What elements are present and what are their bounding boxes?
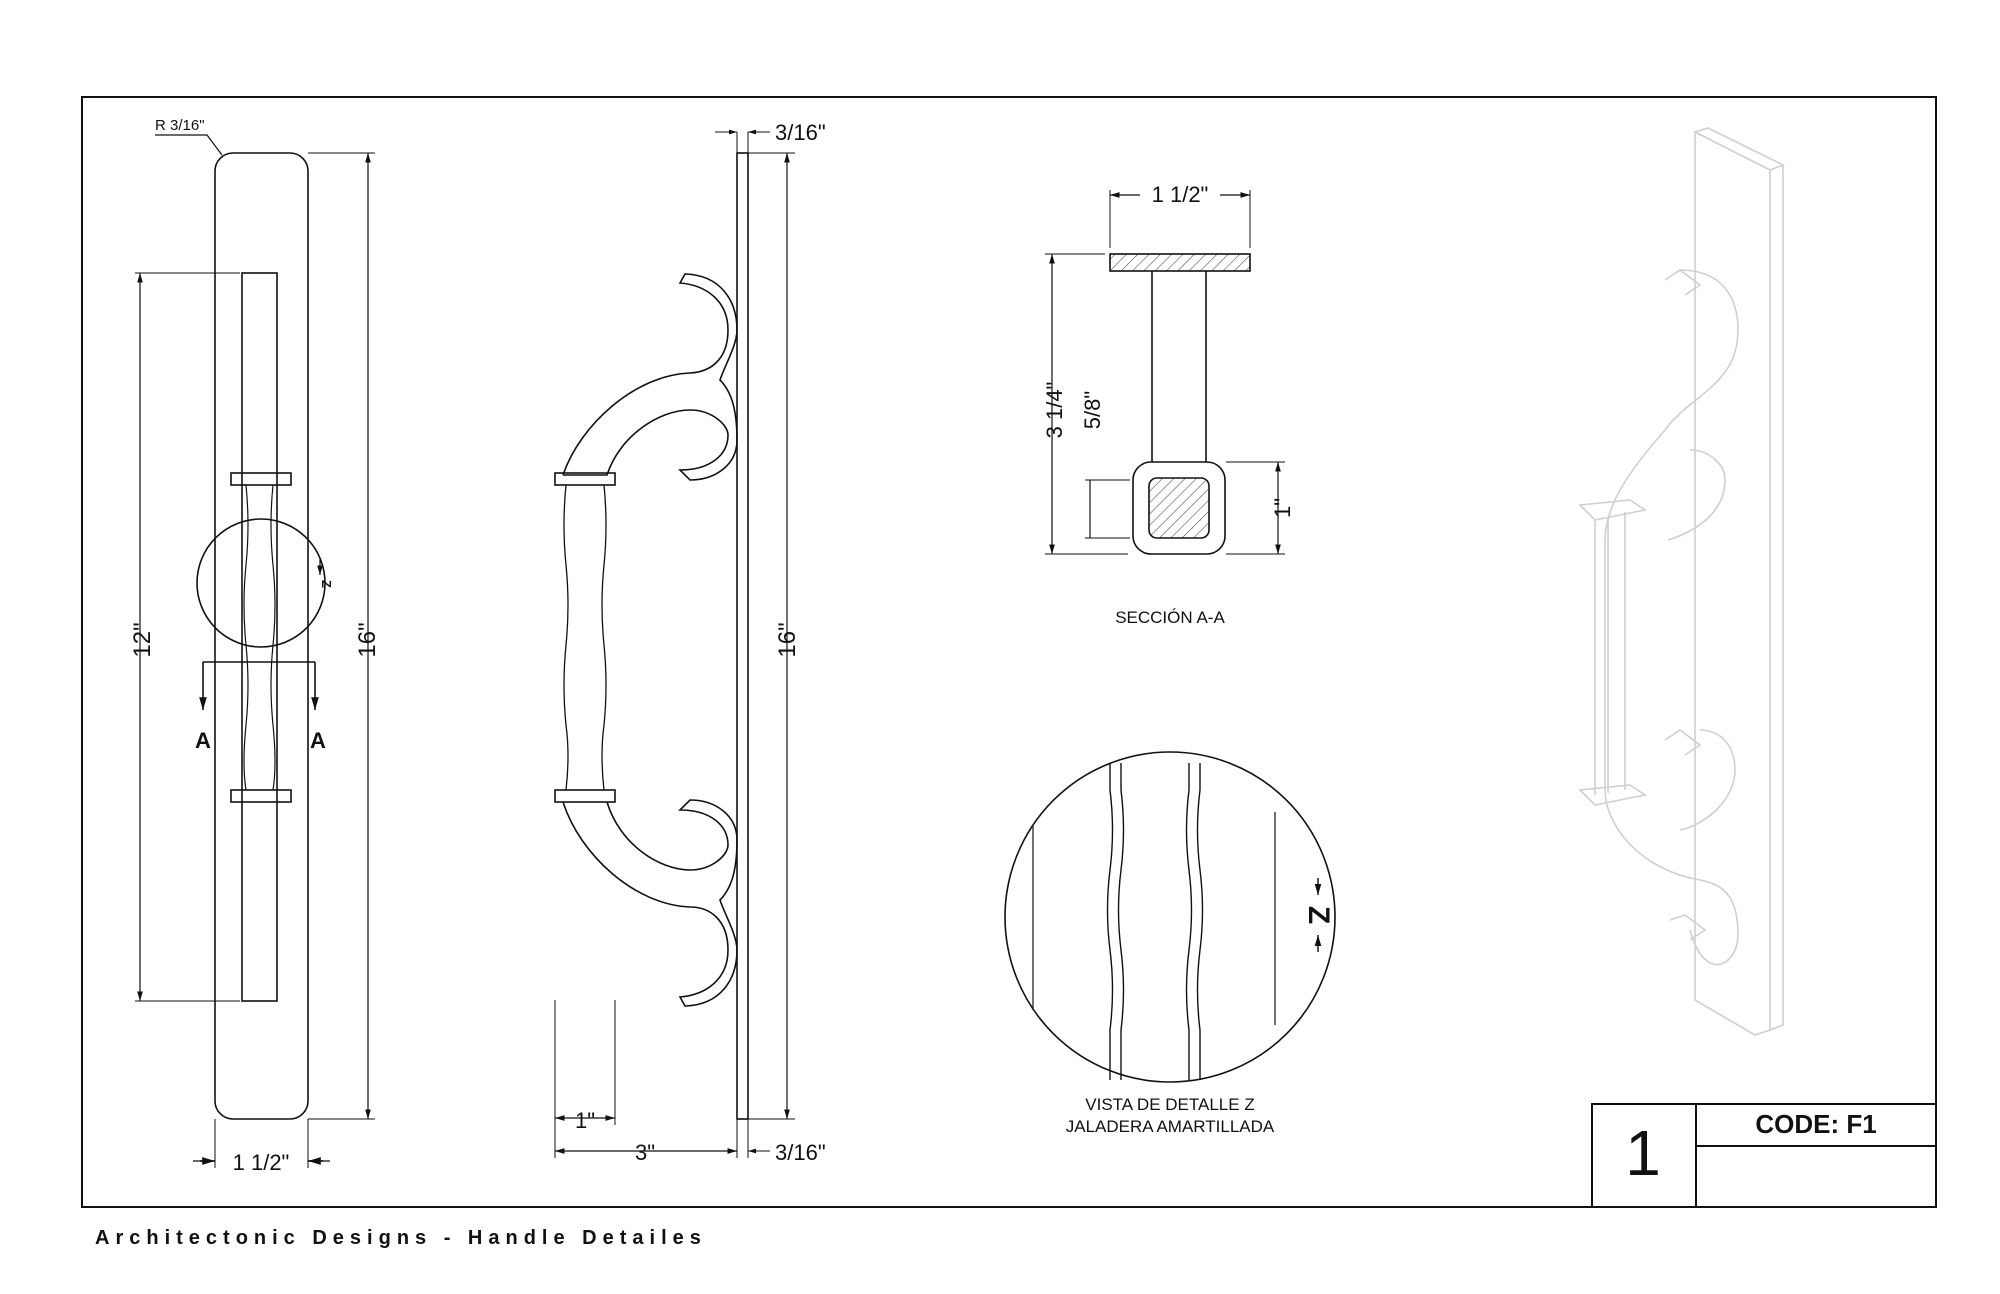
section-mark-left: A xyxy=(195,728,211,753)
front-dim-16: 16" xyxy=(354,622,381,657)
grip-bar-front xyxy=(241,272,278,1002)
side-view xyxy=(554,129,795,1158)
upper-collar xyxy=(230,472,292,486)
front-view xyxy=(135,134,375,1168)
front-radius-label: R 3/16" xyxy=(155,117,205,134)
detail-z xyxy=(1004,751,1336,1083)
section-dim-width: 1 1/2" xyxy=(1152,182,1209,207)
section-dim-height: 3 1/4" xyxy=(1042,382,1067,439)
section-grip-outer xyxy=(1132,461,1226,555)
section-dim-stem: 5/8" xyxy=(1080,391,1105,429)
detail-mark-small: Z xyxy=(319,580,334,588)
section-dim-grip: 1" xyxy=(1270,498,1295,518)
detail-title-line2: JALADERA AMARTILLADA xyxy=(1066,1117,1275,1136)
section-grip-inner xyxy=(1148,477,1210,539)
lower-scroll xyxy=(562,801,738,1007)
sheet-number: 1 xyxy=(1625,1117,1661,1189)
front-dim-width: 1 1/2" xyxy=(233,1150,290,1175)
side-dim-thickness-top: 3/16" xyxy=(775,120,826,145)
back-plate-front xyxy=(214,152,309,1120)
section-a-a xyxy=(1045,190,1285,555)
detail-z-large-circle xyxy=(1004,751,1336,1083)
detail-title-line1: VISTA DE DETALLE Z xyxy=(1085,1095,1254,1114)
section-mark-right: A xyxy=(310,728,326,753)
section-title: SECCIÓN A-A xyxy=(1115,608,1225,627)
isometric-view xyxy=(1578,127,1785,1036)
section-plate xyxy=(1109,253,1251,272)
upper-scroll xyxy=(562,273,738,476)
side-dim-projection: 3" xyxy=(635,1140,655,1165)
side-dim-16: 16" xyxy=(774,622,801,657)
section-stem xyxy=(1151,271,1207,462)
upper-collar-side xyxy=(554,472,616,486)
code-label: CODE: F1 xyxy=(1755,1109,1876,1139)
detail-z-circle xyxy=(196,518,326,648)
back-plate-side xyxy=(736,152,749,1120)
sheet-border xyxy=(81,96,1937,1208)
detail-mark: Z xyxy=(1302,906,1335,924)
lower-collar-side xyxy=(554,789,616,803)
title-block xyxy=(1591,1103,1937,1208)
side-dim-thickness-bottom: 3/16" xyxy=(775,1140,826,1165)
grip-bar-side xyxy=(563,484,569,791)
footer-caption: Architectonic Designs - Handle Detailes xyxy=(95,1227,707,1249)
side-dim-grip: 1" xyxy=(575,1108,595,1133)
front-dim-12: 12" xyxy=(129,622,156,657)
lower-collar xyxy=(230,789,292,803)
